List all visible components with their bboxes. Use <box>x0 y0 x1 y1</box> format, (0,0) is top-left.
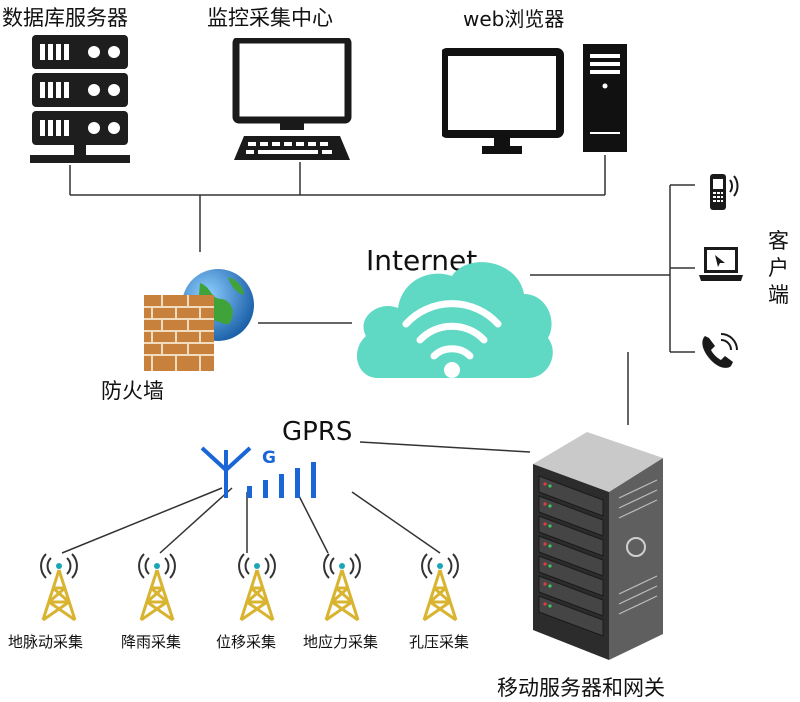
sensor-label: 孔压采集 <box>409 633 470 651</box>
telephone-icon <box>702 333 738 368</box>
gprs-gateway-line <box>359 441 531 453</box>
database-server-label: 数据库服务器 <box>2 6 128 30</box>
sensor-label: 地脉动采集 <box>8 633 84 651</box>
monitor-center-label: 监控采集中心 <box>207 6 333 30</box>
clients-label-char: 户 <box>768 256 789 280</box>
sensor-label: 地应力采集 <box>303 633 379 651</box>
sensor5-line <box>351 491 441 554</box>
sensor-label: 位移采集 <box>216 633 277 651</box>
monitor-computer-icon <box>232 38 352 160</box>
firewall-icon <box>144 269 254 371</box>
web-browser-desktop-icon <box>442 44 627 154</box>
gprs-g-badge: G <box>262 448 276 468</box>
laptop-icon <box>699 247 743 281</box>
sensor1-line <box>61 487 223 554</box>
gprs-label: GPRS <box>282 417 353 447</box>
database-server-icon <box>30 35 130 163</box>
sensor-label: 降雨采集 <box>121 633 182 651</box>
clients-label-char: 客 <box>768 229 789 253</box>
gateway-label: 移动服务器和网关 <box>497 676 665 700</box>
sensor2-line <box>159 487 233 554</box>
sensor-tower-icon <box>39 552 79 622</box>
mobile-server-gateway-icon <box>533 432 663 660</box>
sensor-tower-icon <box>137 552 177 622</box>
gprs-antenna-icon <box>200 446 316 498</box>
firewall-label: 防火墙 <box>101 379 164 403</box>
sensor-tower-icon <box>420 552 460 622</box>
clients-label: 客 户 端 <box>768 228 792 309</box>
sensor-tower-icon <box>237 552 277 622</box>
clients-label-char: 端 <box>768 283 789 307</box>
mobile-phone-icon <box>710 174 739 210</box>
web-browser-label: web浏览器 <box>463 7 565 31</box>
sensor4-line <box>295 489 329 554</box>
internet-cloud-icon <box>356 262 553 378</box>
sensor-tower-icon <box>322 552 362 622</box>
